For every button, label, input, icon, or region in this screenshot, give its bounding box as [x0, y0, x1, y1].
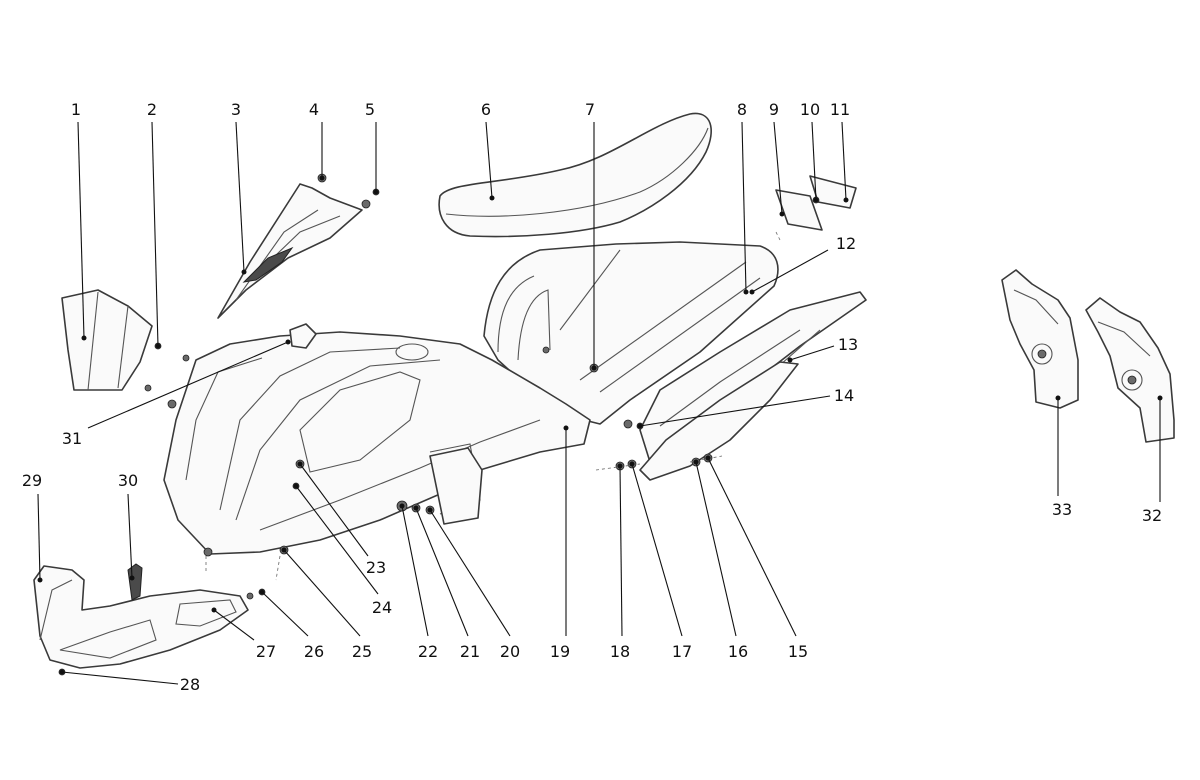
rear-fender-body	[483, 241, 779, 425]
callout-3: 3	[231, 100, 241, 119]
part-30-bracket	[127, 563, 143, 601]
callout-28: 28	[180, 675, 200, 694]
callout-11: 11	[830, 100, 850, 119]
callout-17: 17	[672, 642, 692, 661]
part-13-side-panel	[639, 291, 867, 481]
callout-14: 14	[834, 386, 854, 405]
front-body-shell	[163, 331, 591, 555]
callout-18: 18	[610, 642, 630, 661]
callout-21: 21	[460, 642, 480, 661]
callout-4: 4	[309, 100, 319, 119]
part-32-guard	[1085, 297, 1175, 443]
leader-lines	[37, 121, 1163, 685]
callout-15: 15	[788, 642, 808, 661]
part-drawings	[33, 112, 1175, 676]
part-3-front-visor	[217, 183, 363, 319]
callout-23: 23	[366, 558, 386, 577]
callout-24: 24	[372, 598, 392, 617]
callout-9: 9	[769, 100, 779, 119]
callout-8: 8	[737, 100, 747, 119]
part-33-guard	[1001, 269, 1079, 409]
callout-33: 33	[1052, 500, 1072, 519]
callout-5: 5	[365, 100, 375, 119]
callout-10: 10	[800, 100, 820, 119]
callout-13: 13	[838, 335, 858, 354]
callout-30: 30	[118, 471, 138, 490]
part-1-windshield	[61, 289, 153, 391]
callout-6: 6	[481, 100, 491, 119]
front-bumper-assembly	[33, 565, 249, 669]
part-31-bracket	[289, 323, 317, 349]
callout-26: 26	[304, 642, 324, 661]
callout-22: 22	[418, 642, 438, 661]
callout-25: 25	[352, 642, 372, 661]
callout-31: 31	[62, 429, 82, 448]
callout-29: 29	[22, 471, 42, 490]
callout-2: 2	[147, 100, 157, 119]
callout-27: 27	[256, 642, 276, 661]
part-9-plate	[775, 189, 823, 231]
callout-20: 20	[500, 642, 520, 661]
callout-1: 1	[71, 100, 81, 119]
part-6-seat	[438, 112, 712, 238]
callout-7: 7	[585, 100, 595, 119]
callout-16: 16	[728, 642, 748, 661]
callout-32: 32	[1142, 506, 1162, 525]
callout-labels: 1 2 3 4 5 6 7 8 9 10 11 12 13 14 15 16 1…	[22, 100, 1162, 694]
callout-19: 19	[550, 642, 570, 661]
callout-12: 12	[836, 234, 856, 253]
